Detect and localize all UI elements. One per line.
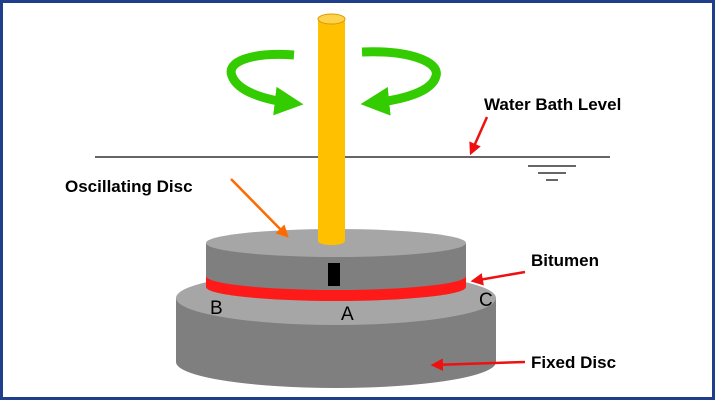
rotation-arrows-icon — [226, 47, 441, 116]
shaft — [317, 13, 346, 245]
oscillating-disc-pointer-arrow — [230, 178, 289, 238]
bitumen-label: Bitumen — [531, 251, 599, 270]
water-level-pointer-arrow — [469, 116, 489, 156]
water-surface-ground-icon — [528, 165, 576, 181]
point-b-label: B — [210, 298, 223, 319]
bitumen-pointer-arrow — [470, 270, 526, 286]
fixed-disc-pointer-arrow — [430, 358, 526, 371]
water-bath-level-label: Water Bath Level — [484, 95, 621, 114]
point-c-label: C — [479, 290, 493, 311]
point-a-label: A — [341, 304, 354, 325]
fixed-disc-label: Fixed Disc — [531, 353, 616, 372]
reference-marker — [328, 263, 340, 286]
oscillating-disc-label: Oscillating Disc — [65, 177, 193, 196]
